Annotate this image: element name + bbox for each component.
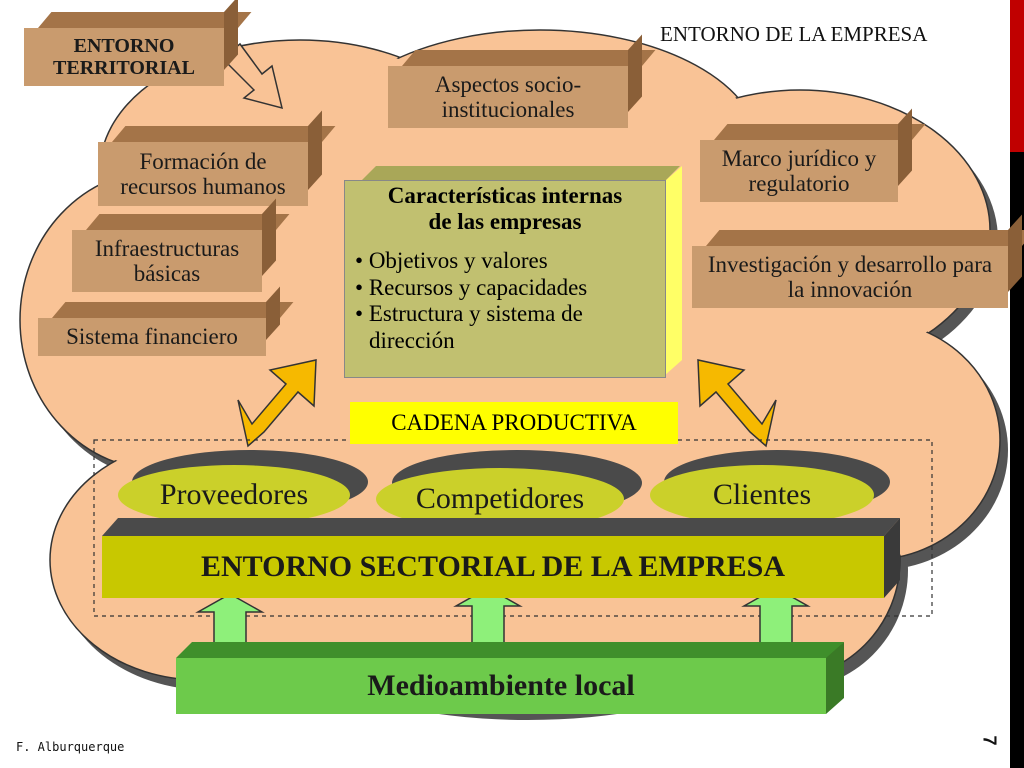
ellipse-clientes: Clientes bbox=[650, 465, 874, 525]
cadena-productiva-label: CADENA PRODUCTIVA bbox=[350, 402, 678, 444]
box-entorno-territorial: ENTORNO TERRITORIAL bbox=[24, 28, 224, 86]
local-bar: Medioambiente local bbox=[176, 658, 826, 714]
center-panel: Características internas de las empresas… bbox=[344, 180, 666, 378]
local-bar-side bbox=[826, 642, 844, 714]
box-formacion: Formación de recursos humanos bbox=[98, 142, 308, 206]
footer-author: F. Alburquerque bbox=[16, 740, 125, 754]
bullet-item: • Objetivos y valores bbox=[355, 247, 548, 273]
box-entorno-territorial-label: ENTORNO TERRITORIAL bbox=[53, 35, 195, 79]
local-bar-top bbox=[176, 642, 844, 658]
page-title: ENTORNO DE LA EMPRESA bbox=[660, 22, 928, 46]
bullet-item: • Estructura y sistema de dirección bbox=[355, 301, 583, 353]
bullet-item: • Recursos y capacidades bbox=[355, 274, 588, 300]
box-investigacion-label: Investigación y desarrollo para la innov… bbox=[707, 251, 993, 302]
box-infraestructuras: Infraestructuras básicas bbox=[72, 230, 262, 292]
accent-bar-red bbox=[1010, 0, 1024, 152]
box-marco-label: Marco jurídico y regulatorio bbox=[721, 145, 877, 196]
box-investigacion: Investigación y desarrollo para la innov… bbox=[692, 246, 1008, 308]
ellipse-proveedores: Proveedores bbox=[118, 465, 350, 525]
sectorial-bar-top bbox=[102, 518, 900, 536]
ellipse-competidores-label: Competidores bbox=[415, 482, 585, 515]
territorial-arrow bbox=[220, 42, 284, 110]
box-marco: Marco jurídico y regulatorio bbox=[700, 140, 898, 202]
ellipse-clientes-label: Clientes bbox=[712, 478, 812, 511]
center-panel-bullets: • Objetivos y valores • Recursos y capac… bbox=[345, 236, 665, 355]
sectorial-bar-side bbox=[884, 518, 900, 598]
box-sistema: Sistema financiero bbox=[38, 318, 266, 356]
center-panel-top bbox=[360, 166, 680, 182]
box-aspectos: Aspectos socio-institucionales bbox=[388, 66, 628, 128]
box-sistema-label: Sistema financiero bbox=[66, 324, 238, 350]
center-panel-side bbox=[664, 166, 682, 376]
orange-arrow-left bbox=[237, 359, 317, 448]
page-number: 7 bbox=[979, 735, 1000, 746]
ellipse-proveedores-label: Proveedores bbox=[159, 478, 309, 511]
box-infraestructuras-label: Infraestructuras básicas bbox=[94, 235, 240, 286]
box-aspectos-label: Aspectos socio-institucionales bbox=[434, 71, 582, 122]
accent-bar-black bbox=[1010, 152, 1024, 768]
orange-arrow-right bbox=[697, 359, 777, 448]
sectorial-bar: ENTORNO SECTORIAL DE LA EMPRESA bbox=[102, 536, 884, 598]
box-formacion-label: Formación de recursos humanos bbox=[120, 148, 286, 199]
center-panel-title: Características internas de las empresas bbox=[387, 183, 623, 235]
